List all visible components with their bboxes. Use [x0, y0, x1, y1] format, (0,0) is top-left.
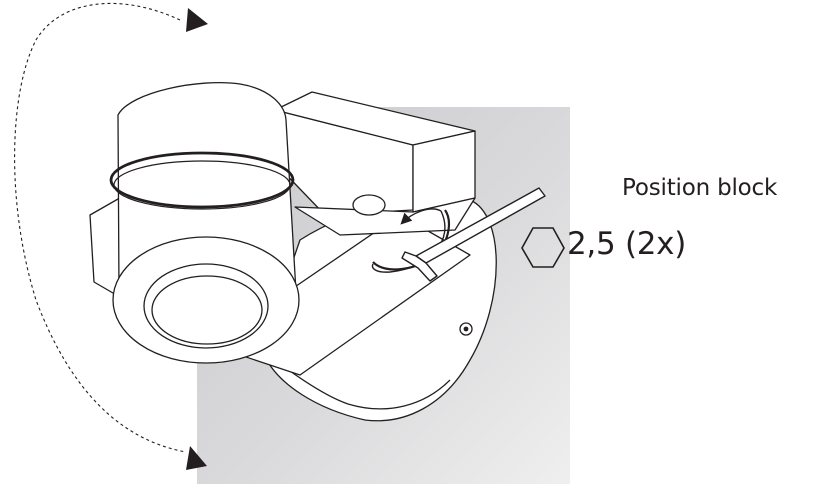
lamp-lens-inner: [151, 275, 263, 345]
position-block-label: Position block: [622, 175, 778, 201]
allen-key-icon: [401, 187, 546, 282]
bracket-block-underside: [294, 197, 476, 236]
lamp-ring: [113, 160, 291, 210]
lamp-ring-shadow: [109, 151, 295, 209]
position-block-hole: [352, 194, 386, 216]
rotation-arrow-icon: [14, 2, 208, 470]
hexagon-icon: [521, 227, 565, 268]
lamp-cylinder: [117, 81, 297, 293]
spotlight-body: [89, 81, 497, 422]
allen-key-size-label: 2,5 (2x): [567, 226, 687, 262]
